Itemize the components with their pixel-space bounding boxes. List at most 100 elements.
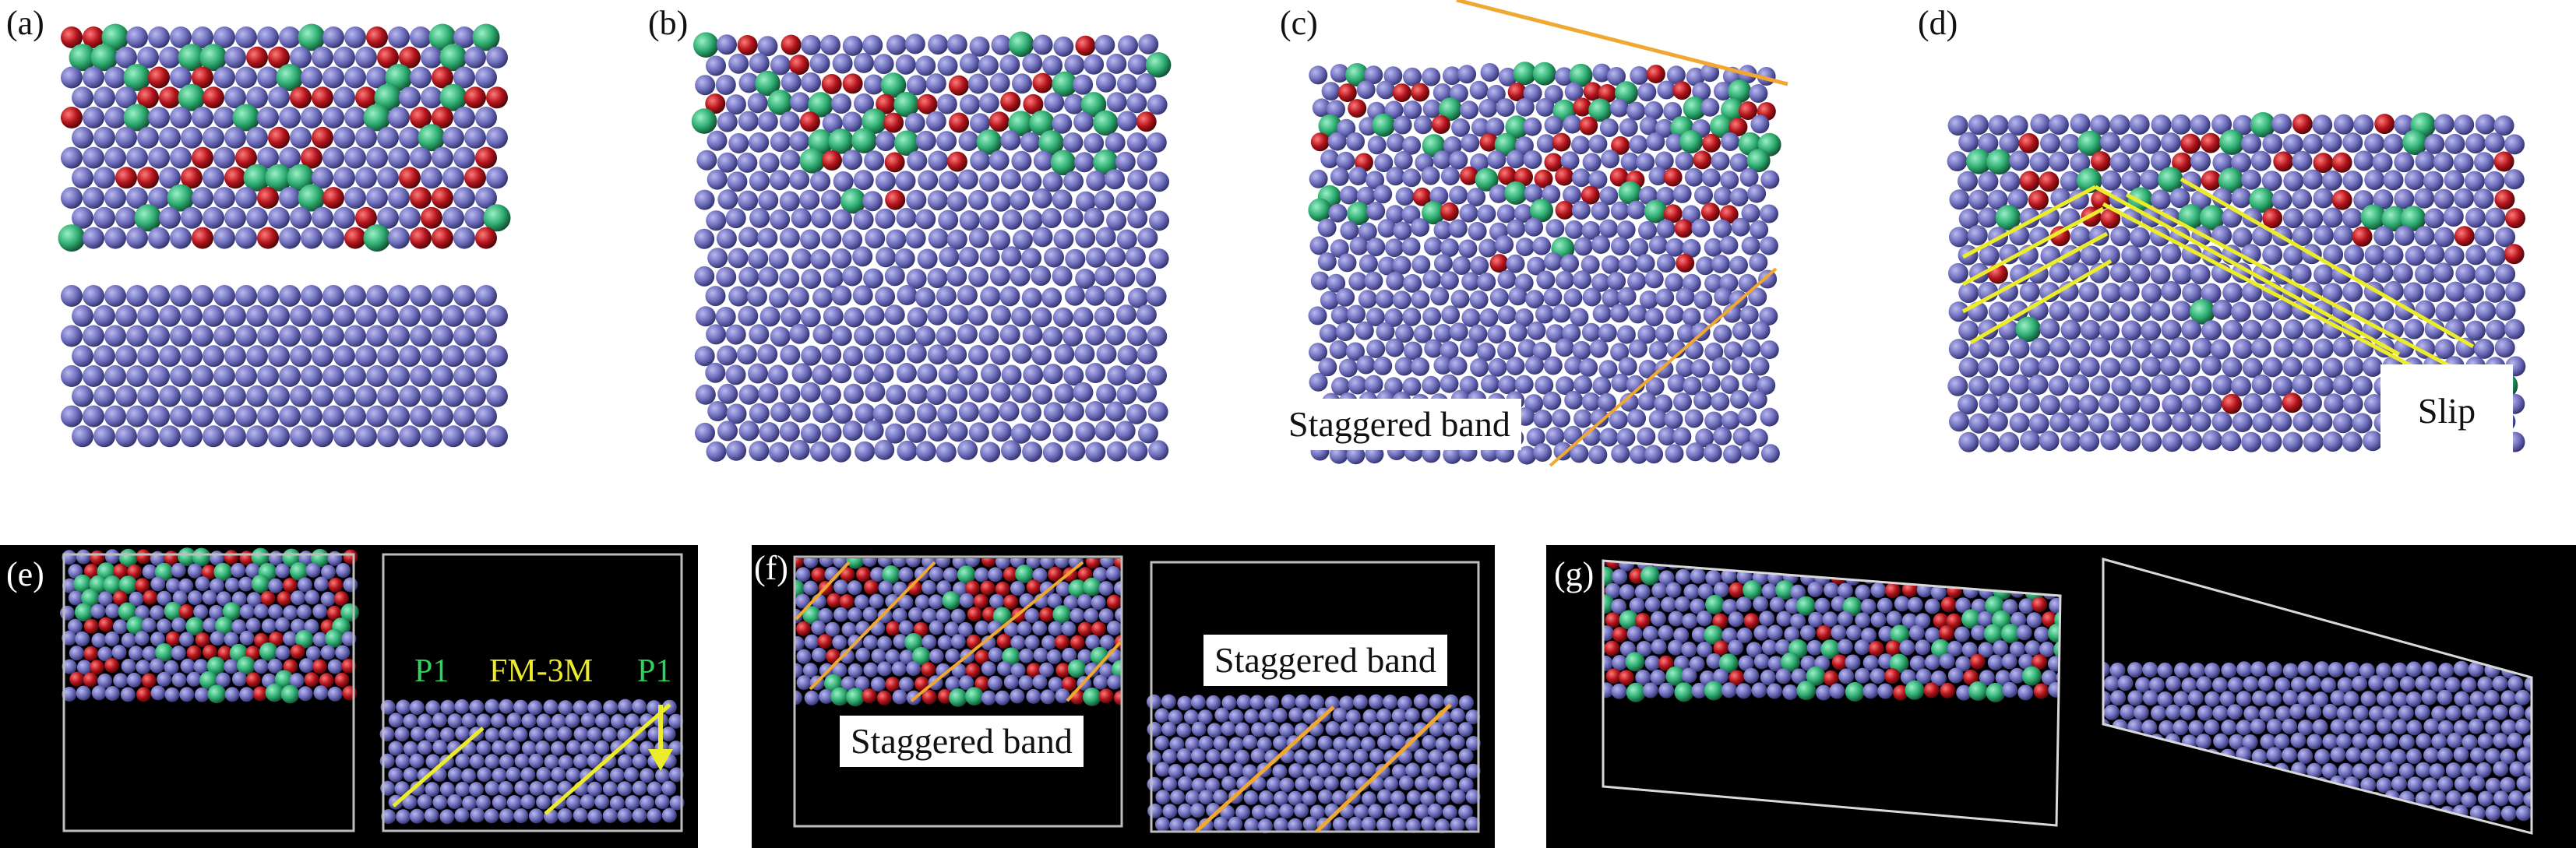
atom	[1449, 185, 1468, 205]
atom	[1757, 375, 1776, 395]
atom	[464, 304, 486, 327]
atom	[2141, 207, 2162, 228]
atom	[2160, 132, 2181, 153]
atom	[999, 55, 1020, 76]
atom	[1127, 208, 1148, 229]
atom	[2182, 431, 2202, 452]
atom	[333, 345, 355, 368]
panel-b-atoms	[691, 31, 1172, 463]
atom	[1438, 97, 1462, 121]
atom	[947, 421, 968, 442]
atom	[1636, 254, 1655, 273]
atom	[854, 93, 874, 114]
atom	[2424, 133, 2445, 154]
atom	[1711, 255, 1730, 273]
atom	[1401, 205, 1421, 224]
atom	[831, 285, 852, 306]
atom	[399, 385, 421, 407]
atom	[2383, 170, 2404, 191]
atom	[1607, 67, 1626, 86]
atom	[366, 285, 388, 307]
atom	[1581, 220, 1601, 240]
atom	[828, 128, 855, 154]
atom	[1968, 189, 1989, 210]
atom	[203, 345, 224, 368]
atom	[1020, 132, 1041, 153]
atom	[1533, 410, 1552, 428]
atom	[1732, 427, 1752, 446]
atom	[2373, 262, 2394, 283]
atom	[695, 75, 716, 96]
atom	[2140, 245, 2161, 266]
atom	[894, 248, 915, 269]
atom	[235, 227, 257, 249]
atom	[717, 420, 738, 442]
atom	[1356, 186, 1376, 206]
atom	[1364, 65, 1383, 85]
atom	[2405, 245, 2426, 266]
atom	[1093, 150, 1119, 175]
atom	[979, 209, 999, 230]
atom	[831, 363, 852, 384]
atom	[1403, 100, 1422, 120]
atom	[863, 343, 884, 364]
atom	[1620, 152, 1640, 171]
atom	[2080, 245, 2101, 266]
atom	[1366, 340, 1386, 358]
atom	[421, 345, 442, 368]
atom	[2069, 262, 2090, 283]
atom	[1583, 82, 1602, 101]
atom	[2099, 392, 2120, 413]
atom	[2322, 207, 2343, 228]
atom	[2250, 112, 2276, 138]
atom	[2121, 208, 2142, 229]
atom	[137, 167, 159, 189]
atom	[2178, 204, 2204, 230]
atom	[2231, 376, 2251, 396]
panel-label-e: (e)	[6, 555, 44, 593]
atom	[1075, 421, 1096, 442]
atom	[137, 385, 159, 407]
atom	[2322, 283, 2343, 304]
atom	[1487, 325, 1506, 344]
atom	[1676, 253, 1695, 273]
atom	[1967, 225, 1988, 246]
atom	[1721, 98, 1745, 122]
atom	[2048, 375, 2069, 396]
atom	[938, 364, 959, 385]
atom	[1751, 321, 1771, 340]
atom	[439, 83, 467, 111]
atom	[2303, 281, 2324, 302]
atom	[104, 325, 126, 347]
atom	[1978, 171, 1999, 192]
atom	[2241, 133, 2261, 154]
atom	[1440, 238, 1459, 257]
atom	[2433, 227, 2454, 248]
atom	[421, 46, 442, 69]
atom	[968, 422, 989, 443]
atom	[2068, 412, 2089, 433]
atom	[2019, 281, 2040, 302]
atom	[1402, 307, 1422, 326]
atom	[170, 285, 192, 307]
atom	[1452, 256, 1471, 275]
atom	[2219, 129, 2245, 155]
atom	[432, 365, 453, 387]
atom	[83, 187, 104, 209]
atom	[1053, 229, 1074, 249]
atom	[1648, 340, 1668, 360]
atom	[1749, 84, 1768, 103]
atom	[1348, 272, 1368, 291]
atom	[72, 385, 93, 407]
atom	[69, 44, 97, 72]
atom	[1309, 65, 1328, 85]
atom	[1719, 205, 1739, 224]
atom	[2090, 114, 2110, 135]
atom	[2402, 129, 2428, 156]
atom	[115, 385, 137, 407]
atom	[2283, 245, 2304, 266]
atom	[811, 208, 832, 229]
atom	[2283, 319, 2304, 340]
atom	[83, 365, 104, 387]
atom	[821, 74, 842, 94]
